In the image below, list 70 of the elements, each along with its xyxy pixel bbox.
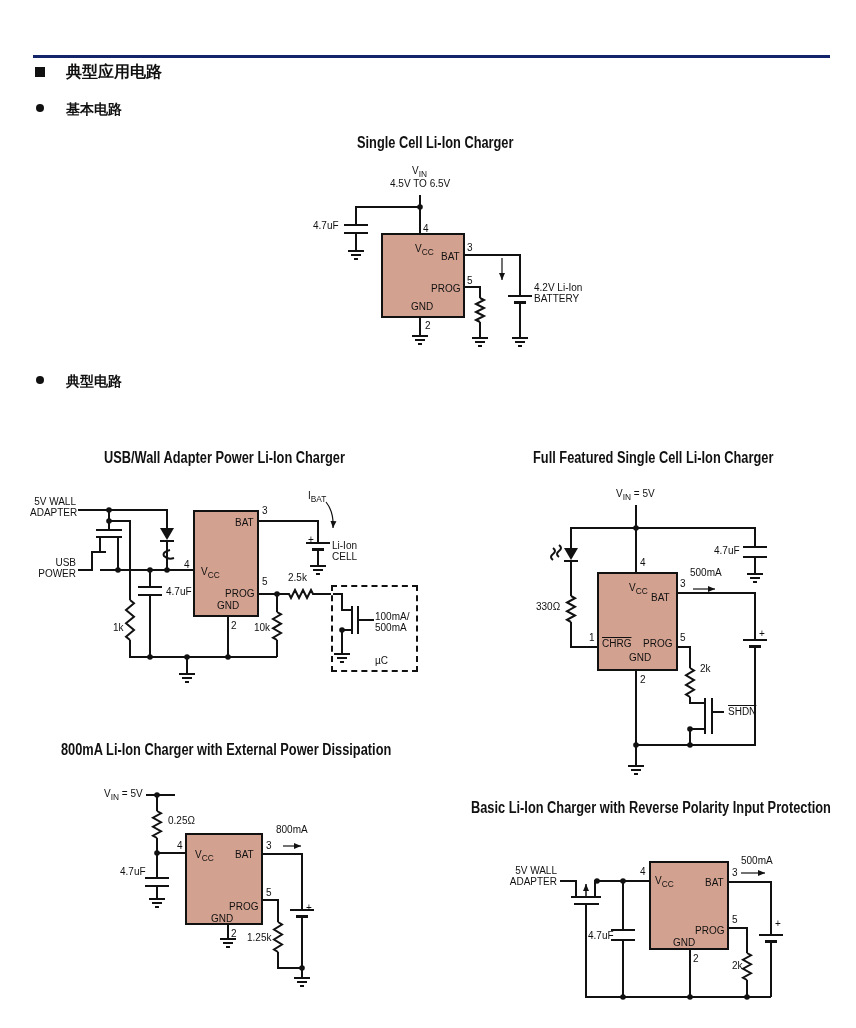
section-heading: 基本电路 bbox=[66, 101, 122, 117]
polarity-label: + bbox=[759, 628, 765, 639]
microcontroller-box bbox=[331, 585, 418, 672]
value-label: 1.25k bbox=[247, 932, 272, 943]
voltage-label: V$_{IN}$ = 5V bbox=[104, 788, 143, 803]
pin-label: GND bbox=[411, 301, 434, 312]
pin-label: V$_{CC}$ bbox=[415, 243, 434, 258]
value-label: 0.25Ω bbox=[168, 815, 195, 826]
pin-label: GND bbox=[629, 652, 652, 663]
pin-label: PROG bbox=[643, 638, 673, 649]
pin-label: PROG bbox=[431, 283, 461, 294]
pin-label: BAT bbox=[235, 517, 254, 528]
pin-label: GND bbox=[673, 937, 696, 948]
voltage-label: 4.5V TO 6.5V bbox=[390, 178, 451, 189]
voltage-label: V$_{IN}$ bbox=[412, 165, 427, 179]
control-label: 100mA/ 500mA bbox=[375, 611, 411, 633]
signal-label: SHDN bbox=[728, 706, 757, 717]
pin-label: PROG bbox=[229, 901, 259, 912]
value-label: 2k bbox=[700, 663, 711, 674]
polarity-label: + bbox=[306, 902, 312, 913]
section-heading: 典型电路 bbox=[66, 373, 122, 389]
polarity-label: + bbox=[775, 918, 781, 929]
input-label: 5V WALL ADAPTER bbox=[508, 865, 557, 887]
pin-label: V$_{CC}$ bbox=[655, 875, 674, 890]
pin-label: V$_{CC}$ bbox=[201, 566, 220, 581]
pin-label: GND bbox=[211, 913, 234, 924]
ic-chip bbox=[185, 833, 263, 925]
circuit-title: Basic Li-Ion Charger with Reverse Polarity Input Protection bbox=[471, 799, 831, 817]
control-label: µC bbox=[375, 655, 388, 666]
current-label: 500mA bbox=[690, 567, 722, 578]
input-label: USB POWER bbox=[37, 557, 76, 579]
pin-number: 5 bbox=[262, 576, 268, 587]
pin-label: CHRG bbox=[602, 638, 632, 649]
pin-label: BAT bbox=[705, 877, 724, 888]
pin-label: PROG bbox=[225, 588, 255, 599]
circuit-title: Single Cell Li-Ion Charger bbox=[357, 134, 514, 152]
battery-label: 4.2V Li-Ion BATTERY bbox=[534, 282, 584, 304]
value-label: 4.7uF bbox=[714, 545, 740, 556]
pin-label: V$_{CC}$ bbox=[195, 849, 214, 864]
circuit-title: USB/Wall Adapter Power Li-Ion Charger bbox=[104, 449, 345, 467]
pin-label: BAT bbox=[235, 849, 254, 860]
value-label: 330Ω bbox=[536, 601, 561, 612]
value-label: 2k bbox=[732, 960, 743, 971]
polarity-label: + bbox=[308, 534, 314, 545]
current-label: 500mA bbox=[741, 855, 773, 866]
voltage-label: V$_{IN}$ = 5V bbox=[616, 488, 655, 503]
input-label: 5V WALL ADAPTER bbox=[30, 496, 76, 518]
value-label: 4.7uF bbox=[588, 930, 614, 941]
battery-label: Li-Ion CELL bbox=[332, 540, 358, 562]
ic-chip bbox=[597, 572, 678, 671]
ic-chip bbox=[381, 233, 465, 318]
value-label: 4.7uF bbox=[313, 220, 339, 231]
circuit-title: Full Featured Single Cell Li-Ion Charger bbox=[533, 449, 774, 467]
pin-label: BAT bbox=[651, 592, 670, 603]
current-label: 800mA bbox=[276, 824, 308, 835]
value-label: 10k bbox=[254, 622, 271, 633]
ic-chip bbox=[649, 861, 729, 950]
pin-label: BAT bbox=[441, 251, 460, 262]
circuit-title: 800mA Li-Ion Charger with External Power Dissipation bbox=[61, 741, 392, 759]
pin-label: GND bbox=[217, 600, 240, 611]
value-label: 1k bbox=[113, 622, 124, 633]
pin-label: PROG bbox=[695, 925, 725, 936]
value-label: 2.5k bbox=[288, 572, 307, 583]
ic-chip bbox=[193, 510, 259, 617]
value-label: 4.7uF bbox=[120, 866, 146, 877]
page-heading: 典型应用电路 bbox=[66, 63, 162, 81]
pin-label: V$_{CC}$ bbox=[629, 582, 648, 597]
wire bbox=[258, 587, 332, 601]
pin-number: 3 bbox=[262, 505, 268, 516]
current-label: I$_{BAT}$ bbox=[308, 490, 327, 505]
